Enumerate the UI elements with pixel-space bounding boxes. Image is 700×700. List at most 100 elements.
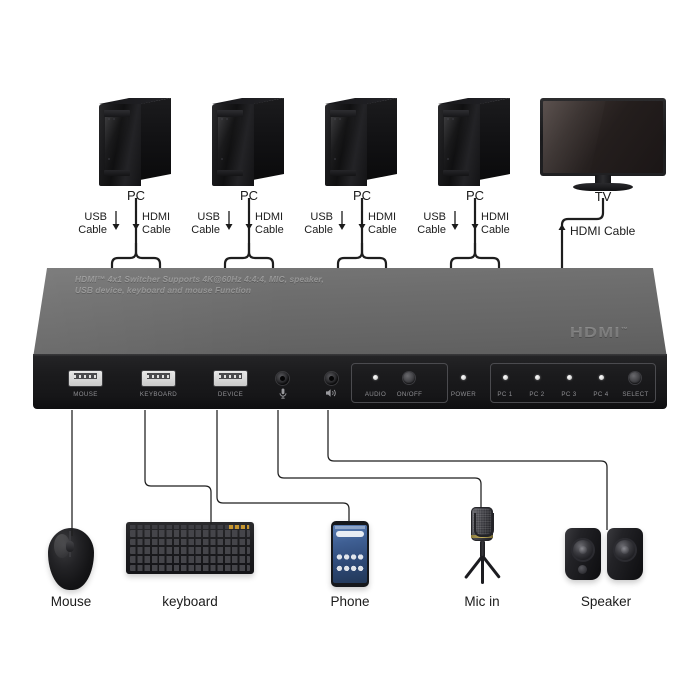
audio-onoff-label: ON/OFF bbox=[396, 391, 423, 398]
mouse-icon bbox=[48, 528, 94, 590]
pc4-hdmi-cable bbox=[473, 243, 501, 268]
pc-tower-1 bbox=[99, 98, 173, 186]
phone-search-bar bbox=[336, 531, 364, 537]
speaker-label: Speaker bbox=[580, 594, 632, 609]
usb-port-keyboard[interactable] bbox=[142, 371, 175, 386]
phone-label: Phone bbox=[330, 594, 370, 609]
mic-yoke bbox=[474, 513, 494, 537]
pc-label-2: PC bbox=[239, 188, 259, 203]
usb-cable-label-3: USB Cable bbox=[289, 211, 333, 237]
usb-cable-label-4: USB Cable bbox=[402, 211, 446, 237]
pc3-hdmi-cable bbox=[360, 243, 388, 268]
pc4-led-label: PC 4 bbox=[593, 391, 609, 398]
usb-cable-line1: USB bbox=[423, 211, 446, 223]
audio-onoff-button[interactable] bbox=[403, 372, 415, 384]
speaker-icon bbox=[325, 388, 338, 400]
pc3-led-label: PC 3 bbox=[561, 391, 577, 398]
speaker-cone bbox=[613, 538, 637, 562]
keyboard-row bbox=[130, 564, 250, 572]
keyboard-cable bbox=[144, 410, 212, 524]
device-top-surface bbox=[33, 268, 667, 358]
pc-label-1: PC bbox=[126, 188, 146, 203]
pc-case-front bbox=[325, 104, 367, 186]
hdmi-cable-arrow-2 bbox=[245, 211, 253, 230]
usb-cable-arrow-4 bbox=[451, 211, 459, 230]
power-led bbox=[461, 375, 466, 380]
pc-case-side bbox=[366, 98, 397, 180]
pc-case-side bbox=[479, 98, 510, 180]
pc-tower-2 bbox=[212, 98, 286, 186]
keyboard-key-rows bbox=[130, 530, 250, 572]
pc-front-panel bbox=[217, 170, 243, 176]
pc3-led bbox=[567, 375, 572, 380]
pc1-led bbox=[503, 375, 508, 380]
usb-cable-arrow-3 bbox=[338, 211, 346, 230]
pc2-led bbox=[535, 375, 540, 380]
hdmi-cable-line1: HDMI bbox=[255, 211, 284, 223]
hdmi-logo-text: HDMI bbox=[569, 324, 621, 341]
usb-cable-line2: Cable bbox=[417, 223, 446, 236]
keyboard-accent-keys bbox=[229, 525, 249, 529]
pc-front-panel bbox=[443, 170, 469, 176]
mic-stem bbox=[479, 541, 485, 557]
hdmi-cable-line1: HDMI bbox=[481, 211, 510, 223]
usb-cable-label-2: USB Cable bbox=[176, 211, 220, 237]
hdmi-cable-line1: HDMI bbox=[368, 211, 397, 223]
device-top-sheen bbox=[33, 268, 667, 358]
device-banner-line1: HDMI™ 4x1 Switcher Supports 4K@60Hz 4:4:… bbox=[75, 274, 324, 284]
pc-label-3: PC bbox=[352, 188, 372, 203]
mouse-label: Mouse bbox=[50, 594, 92, 609]
mic-in-label: Mic in bbox=[464, 594, 500, 609]
speaker-icon bbox=[607, 528, 643, 580]
pc-case-front bbox=[438, 104, 480, 186]
hdmi-cable-line2: Cable bbox=[481, 223, 510, 236]
usb-cable-line1: USB bbox=[197, 211, 220, 223]
pc2-hdmi-cable bbox=[247, 243, 275, 268]
pc1-led-label: PC 1 bbox=[497, 391, 513, 398]
usb-cable-line2: Cable bbox=[304, 223, 333, 236]
tv-stand-base bbox=[573, 183, 633, 191]
pc-case-top bbox=[438, 98, 510, 104]
select-button[interactable] bbox=[629, 372, 641, 384]
power-led-label: POWER bbox=[450, 391, 477, 398]
mic-input-jack[interactable] bbox=[276, 372, 289, 385]
pc-label-4: PC bbox=[465, 188, 485, 203]
usb-cable-line1: USB bbox=[84, 211, 107, 223]
pc-case-top bbox=[325, 98, 397, 104]
microphone-icon bbox=[279, 388, 287, 401]
usb-cable-line2: Cable bbox=[191, 223, 220, 236]
speaker-volume-knob bbox=[578, 565, 587, 574]
usb-cable-line2: Cable bbox=[78, 223, 107, 236]
device-banner-line2: USB device, keyboard and mouse Function bbox=[75, 284, 252, 295]
pc-tower-4 bbox=[438, 98, 512, 186]
hdmi-cable-arrow-1 bbox=[132, 211, 140, 230]
hdmi-cable-arrow-4 bbox=[471, 211, 479, 230]
pc4-usb-cable bbox=[449, 243, 477, 268]
hdmi-cable-line1: HDMI bbox=[142, 211, 171, 223]
pc-case-side bbox=[140, 98, 171, 180]
pc-case-front bbox=[99, 104, 141, 186]
keyboard-function-row bbox=[130, 525, 250, 529]
pc-select-group bbox=[490, 363, 656, 403]
audio-led bbox=[373, 375, 378, 380]
speaker-output-jack[interactable] bbox=[325, 372, 338, 385]
usb-port-device[interactable] bbox=[214, 371, 247, 386]
hdmi-cable-arrow-3 bbox=[358, 211, 366, 230]
phone-cable bbox=[216, 410, 350, 522]
mouse-highlight bbox=[54, 534, 70, 558]
usb-port-mouse-label: MOUSE bbox=[73, 391, 98, 398]
hdmi-logo-tm: ™ bbox=[620, 327, 629, 333]
usb-port-keyboard-label: KEYBOARD bbox=[139, 391, 178, 398]
keyboard-icon bbox=[126, 522, 254, 574]
pc2-usb-cable bbox=[223, 243, 251, 268]
phone-icon bbox=[331, 521, 369, 587]
tv-stand-neck bbox=[595, 175, 611, 185]
tv-screen bbox=[543, 101, 663, 173]
pc-case-front bbox=[212, 104, 254, 186]
hdmi-cable-line2: Cable bbox=[255, 223, 284, 236]
pc2-led-label: PC 2 bbox=[529, 391, 545, 398]
pc-tower-3 bbox=[325, 98, 399, 186]
microphone-icon bbox=[440, 505, 530, 593]
usb-port-mouse[interactable] bbox=[69, 371, 102, 386]
pc-drive-bay bbox=[330, 110, 356, 117]
